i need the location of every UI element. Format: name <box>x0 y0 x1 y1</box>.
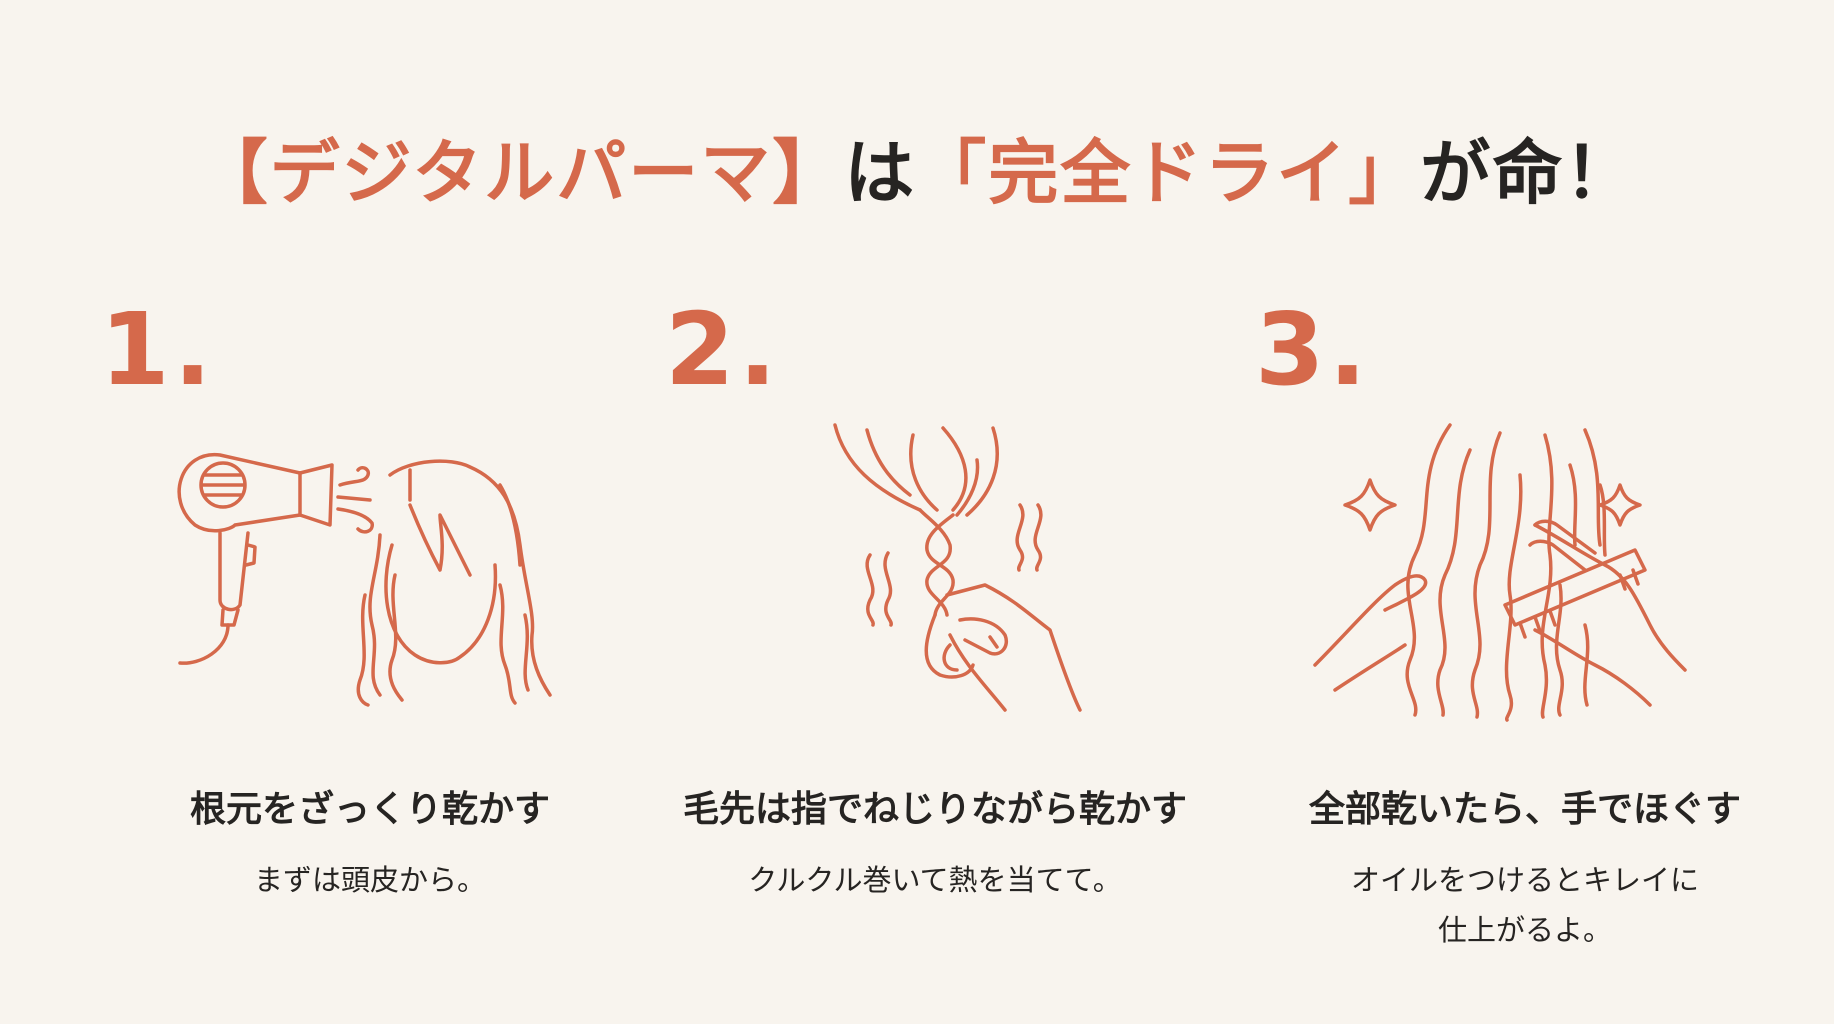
step-description: オイルをつけるとキレイに 仕上がるよ。 <box>1215 855 1834 955</box>
step-heading: 根元をざっくり乾かす <box>189 789 550 830</box>
title-digital-perm: 【デジタルパーマ】 <box>197 132 845 214</box>
step-description-line: 仕上がるよ。 <box>1437 913 1612 947</box>
step-description-line: オイルをつけるとキレイに <box>1350 863 1699 897</box>
hair-dryer-on-hair-icon <box>140 425 620 725</box>
combing-wavy-hair-sparkle-icon <box>1295 423 1775 725</box>
step-card-2: 2. 毛先は指でねじりながら <box>665 300 1245 1000</box>
step-description-line: まずは頭皮から。 <box>253 863 486 897</box>
step-number: 2. <box>665 291 781 408</box>
step-card-1: 1. <box>100 300 680 1000</box>
step-number: 3. <box>1255 291 1371 408</box>
step-description: まずは頭皮から。 <box>60 855 680 905</box>
step-description: クルクル巻いて熱を当てて。 <box>625 855 1245 905</box>
title-is-life: が命！ <box>1420 132 1637 214</box>
title-complete-dry: 「完全ドライ」 <box>916 132 1421 214</box>
page-title: 【デジタルパーマ】は「完全ドライ」が命！ <box>0 128 1834 218</box>
twisting-hair-with-fingers-icon <box>705 423 1185 725</box>
step-heading: 毛先は指でねじりながら乾かす <box>682 789 1187 830</box>
step-description-line: クルクル巻いて熱を当てて。 <box>748 863 1122 897</box>
title-particle-wa: は <box>844 132 917 214</box>
step-number: 1. <box>100 291 216 408</box>
step-card-3: 3. <box>1255 300 1834 1000</box>
step-heading: 全部乾いたら、手でほぐす <box>1308 789 1741 830</box>
